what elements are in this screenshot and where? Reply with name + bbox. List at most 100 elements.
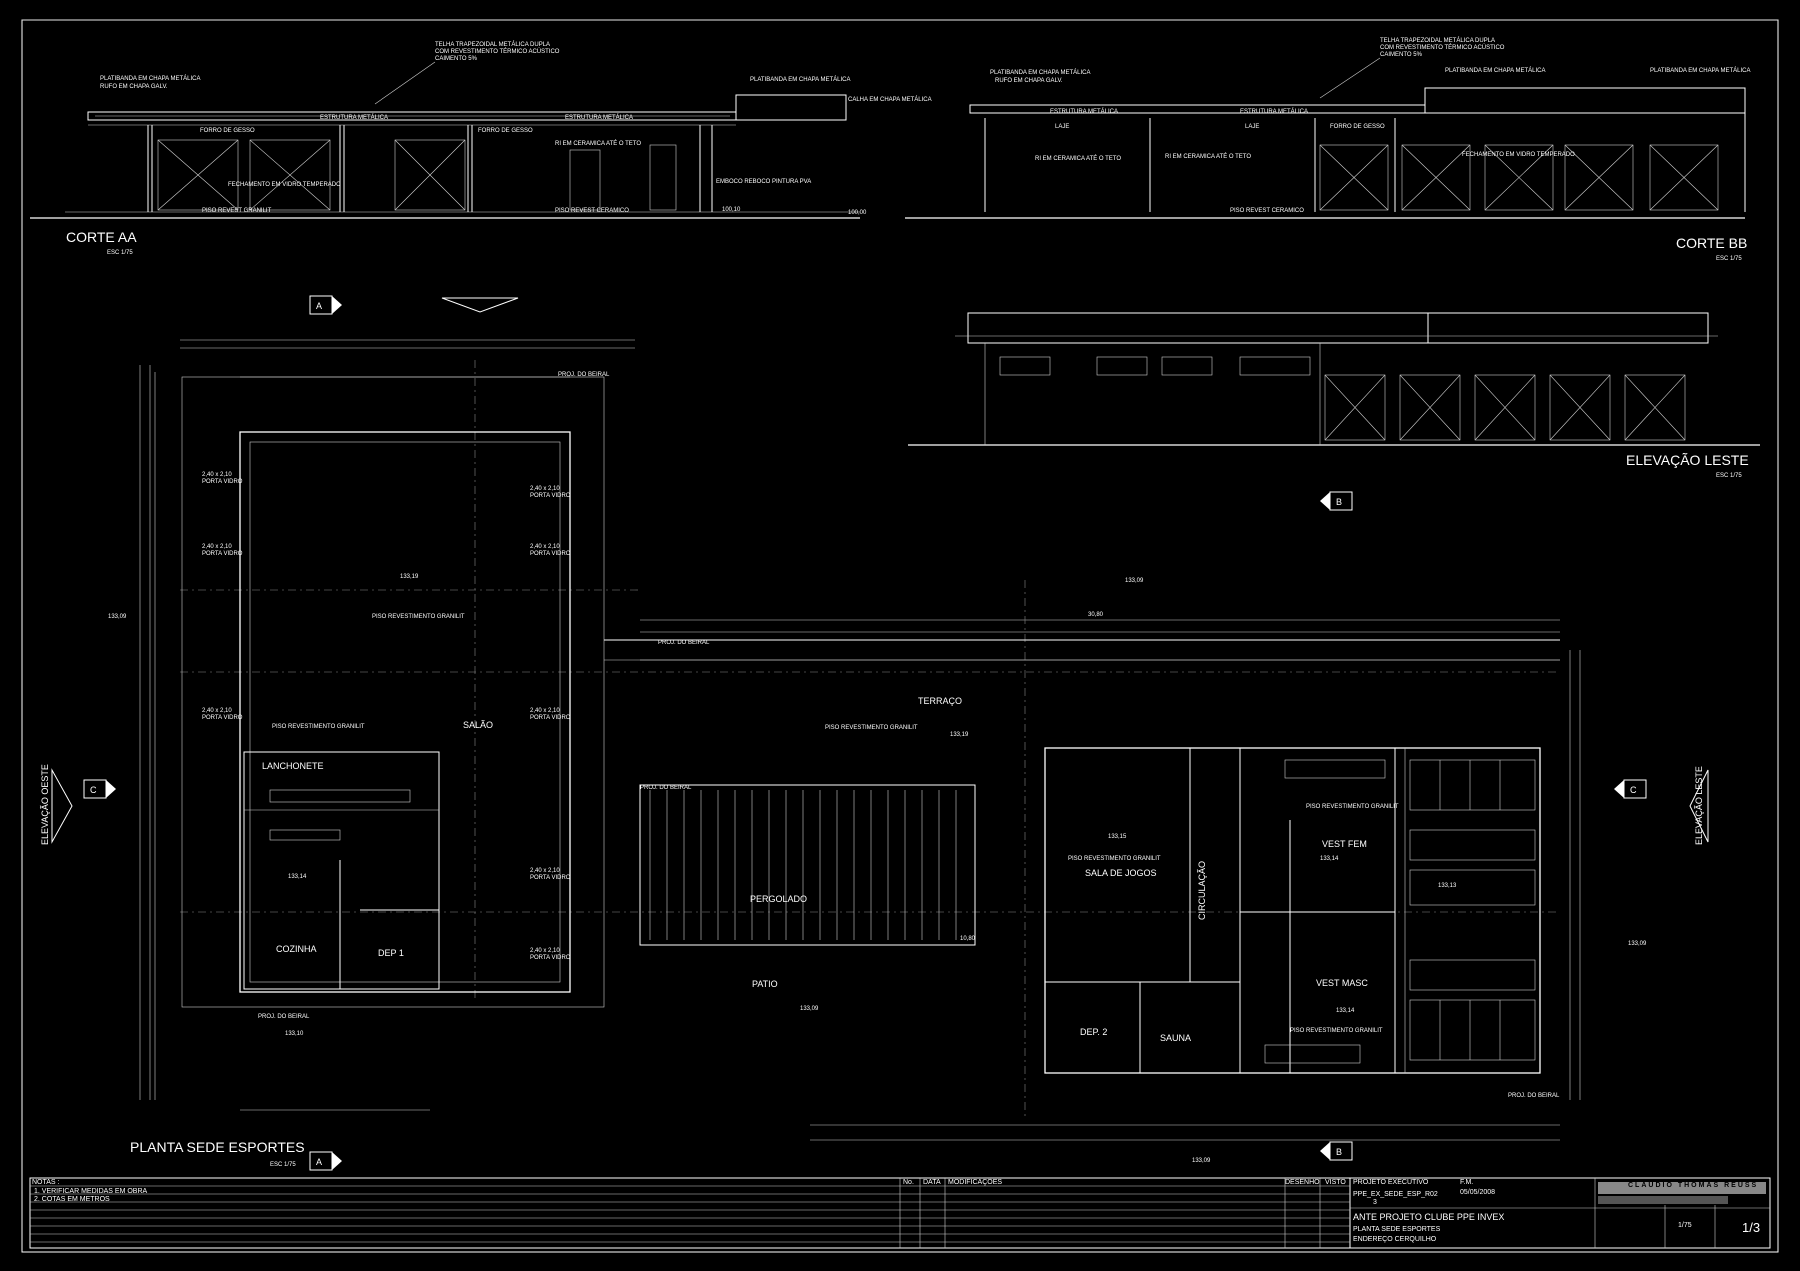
- note-piso-terraco: PISO REVESTIMENTO GRANILIT: [825, 725, 918, 731]
- col-visto: VISTO: [1325, 1179, 1346, 1186]
- level-133-09-w: 133,09: [108, 614, 127, 620]
- level-101: 100,10: [722, 207, 741, 213]
- note-ceramica: RI EM CERAMICA ATÉ O TETO: [555, 140, 641, 147]
- note-proj-beiral-5: PROJ. DO BEIRAL: [1508, 1093, 1560, 1099]
- date: 05/05/2008: [1460, 1189, 1496, 1196]
- col-desenho: DESENHO: [1285, 1179, 1320, 1186]
- note-platibanda-2: PLATIBANDA EM CHAPA METÁLICA: [750, 76, 850, 83]
- note-telha-bb-2: COM REVESTIMENTO TÉRMICO ACÚSTICO: [1380, 44, 1505, 51]
- sheet-description: PLANTA SEDE ESPORTES: [1353, 1226, 1441, 1233]
- note-estrutura-2: ESTRUTURA METÁLICA: [565, 114, 633, 121]
- elevacao-leste-scale: ESC 1/75: [1716, 473, 1742, 479]
- section-markers: A A B B C C: [51, 295, 1709, 1171]
- note-telha: TELHA TRAPEZOIDAL METÁLICA DUPLA: [435, 41, 550, 48]
- sheet-number: 1/3: [1742, 1220, 1761, 1235]
- note-porta-vidro-4: PORTA VIDRO: [530, 551, 571, 557]
- note-ceramica-bb-2: RI EM CERAMICA ATÉ O TETO: [1165, 153, 1251, 160]
- note-piso-salao: PISO REVESTIMENTO GRANILIT: [372, 614, 465, 620]
- client-name: ANTE PROJETO CLUBE PPE INVEX: [1353, 1212, 1505, 1222]
- note-porta-vidro-8: PORTA VIDRO: [530, 955, 571, 961]
- note-porta-dim-8: 2,40 x 2,10: [530, 948, 560, 954]
- corte-bb-drawing: CORTE BB ESC 1/75 TELHA TRAPEZOIDAL METÁ…: [905, 37, 1750, 262]
- col-no: No.: [903, 1179, 914, 1186]
- projeto-type: PROJETO EXECUTIVO: [1353, 1179, 1429, 1186]
- note-estrutura-bb: ESTRUTURA METÁLICA: [1050, 108, 1118, 115]
- note-porta-dim-2: 2,40 x 2,10: [202, 544, 232, 550]
- dim-30-80: 30,80: [1088, 612, 1104, 618]
- scale-value: 1/75: [1678, 1222, 1692, 1229]
- note-proj-beiral-2: PROJ. DO BEIRAL: [658, 640, 710, 646]
- note-telha-3: CAIMENTO 5%: [435, 56, 478, 62]
- level-133-09-n: 133,09: [1125, 578, 1144, 584]
- room-vest-fem: VEST FEM: [1322, 839, 1367, 849]
- firm-logo: CLAUDIO THOMAS REUSS: [1628, 1182, 1759, 1189]
- note-estrutura: ESTRUTURA METÁLICA: [320, 114, 388, 121]
- note-porta-vidro-6: PORTA VIDRO: [530, 715, 571, 721]
- note-ceramica-bb: RI EM CERAMICA ATÉ O TETO: [1035, 155, 1121, 162]
- corte-aa-drawing: CORTE AA ESC 1/75 TELHA TRAPEZOIDAL METÁ…: [30, 41, 932, 256]
- note-piso-jogos: PISO REVESTIMENTO GRANILIT: [1068, 856, 1161, 862]
- col-data: DATA: [923, 1179, 941, 1186]
- level-133-19: 133,19: [400, 574, 419, 580]
- note-fechamento: FECHAMENTO EM VIDRO TEMPERADO: [228, 182, 341, 188]
- level-133-09-s: 133,09: [1192, 1158, 1211, 1164]
- svg-text:C: C: [90, 785, 97, 795]
- room-dep1: DEP 1: [378, 948, 404, 958]
- note-forro: FORRO DE GESSO: [200, 128, 255, 134]
- section-marker-c-left: C: [83, 779, 116, 799]
- room-pergolado: PERGOLADO: [750, 894, 807, 904]
- section-marker-b-bottom: B: [1320, 1141, 1353, 1161]
- note-porta-vidro-7: PORTA VIDRO: [530, 875, 571, 881]
- room-dep2: DEP. 2: [1080, 1027, 1107, 1037]
- section-marker-a-top: A: [309, 295, 342, 315]
- notes-label: NOTAS :: [32, 1179, 60, 1186]
- note-porta-dim-5: 2,40 x 2,10: [202, 708, 232, 714]
- level-100: 100,00: [848, 210, 867, 216]
- note-piso-ceram-bb: PISO REVEST CERAMICO: [1230, 208, 1304, 214]
- note-laje-2: LAJE: [1245, 124, 1259, 130]
- planta-title: PLANTA SEDE ESPORTES: [130, 1139, 305, 1155]
- level-133-10: 133,10: [285, 1031, 304, 1037]
- section-marker-a-bottom: A: [309, 1151, 342, 1171]
- room-patio: PATIO: [752, 979, 778, 989]
- elevacao-oeste-side-label: ELEVAÇÃO OESTE: [40, 764, 50, 845]
- elevacao-leste-side-label: ELEVAÇÃO LESTE: [1694, 766, 1704, 845]
- note-estrutura-bb-2: ESTRUTURA METÁLICA: [1240, 108, 1308, 115]
- note-porta-dim-3: 2,40 x 2,10: [530, 486, 560, 492]
- note-piso-fem: PISO REVESTIMENTO GRANILIT: [1306, 804, 1399, 810]
- svg-text:B: B: [1336, 1147, 1342, 1157]
- room-circulacao: CIRCULAÇÃO: [1197, 861, 1207, 920]
- note-telha-2: COM REVESTIMENTO TÉRMICO ACÚSTICO: [435, 48, 560, 55]
- corte-bb-title: CORTE BB: [1676, 235, 1747, 251]
- title-block-grid: [29, 1177, 1771, 1249]
- level-133-14-masc: 133,14: [1336, 1008, 1355, 1014]
- pergolado-structure: [639, 784, 976, 946]
- file-name: PPE_EX_SEDE_ESP_R02: [1353, 1191, 1438, 1198]
- corte-aa-scale: ESC 1/75: [107, 250, 133, 256]
- room-lanchonete: LANCHONETE: [262, 761, 324, 771]
- note-platibanda-bb-3: PLATIBANDA EM CHAPA METÁLICA: [1650, 67, 1750, 74]
- note-piso-masc: PISO REVESTIMENTO GRANILIT: [1290, 1028, 1383, 1034]
- note-1: 1. VERIFICAR MEDIDAS EM OBRA: [34, 1188, 148, 1195]
- drawn-by: F.M.: [1460, 1179, 1474, 1186]
- elevacao-leste-title: ELEVAÇÃO LESTE: [1626, 452, 1749, 468]
- note-rufo: RUFO EM CHAPA GALV.: [100, 84, 168, 90]
- room-sauna: SAUNA: [1160, 1033, 1191, 1043]
- note-proj-beiral-1: PROJ. DO BEIRAL: [558, 372, 610, 378]
- note-emboco: EMBOCO REBOCO PINTURA PVA: [716, 179, 811, 185]
- svg-text:A: A: [316, 301, 322, 311]
- dim-10-80: 10,80: [960, 936, 976, 942]
- revision: 3: [1373, 1199, 1377, 1206]
- level-133-09-e: 133,09: [1628, 941, 1647, 947]
- note-piso-ceram: PISO REVEST CERAMICO: [555, 208, 629, 214]
- room-terraco: TERRAÇO: [918, 696, 962, 706]
- note-rufo-bb: RUFO EM CHAPA GALV.: [995, 78, 1063, 84]
- section-marker-c-right: C: [1614, 779, 1647, 799]
- level-133-14-fem: 133,14: [1320, 856, 1339, 862]
- level-133-13: 133,13: [1438, 883, 1457, 889]
- corte-bb-scale: ESC 1/75: [1716, 256, 1742, 262]
- note-platibanda: PLATIBANDA EM CHAPA METÁLICA: [100, 75, 200, 82]
- room-salao: SALÃO: [463, 720, 493, 730]
- note-platibanda-bb-2: PLATIBANDA EM CHAPA METÁLICA: [1445, 67, 1545, 74]
